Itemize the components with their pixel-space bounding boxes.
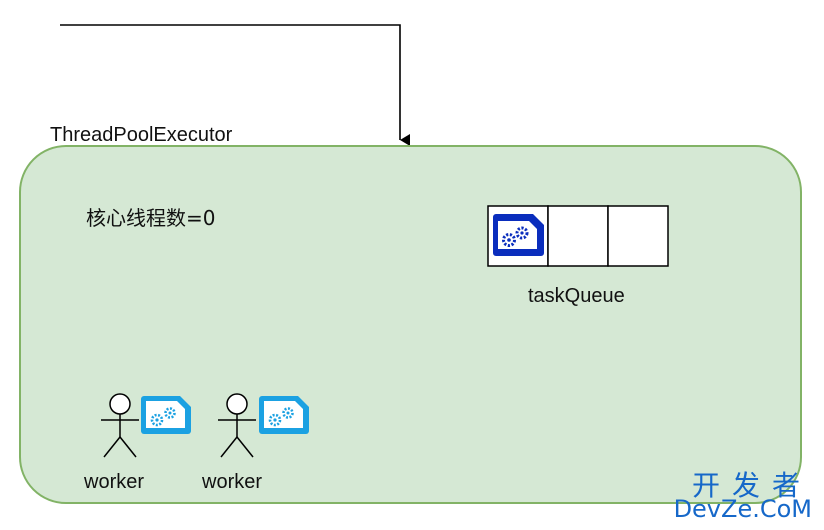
gear-task-icon xyxy=(259,396,309,434)
worker-label: worker xyxy=(84,471,145,493)
submit-arrow xyxy=(60,24,410,146)
queue-slot xyxy=(607,205,669,267)
watermark-title: 开发者 xyxy=(691,469,812,502)
task-queue xyxy=(487,205,669,267)
thread-pool-container xyxy=(19,145,802,504)
worker-figure xyxy=(218,393,256,458)
task-queue-label: taskQueue xyxy=(528,285,625,307)
pool-title: ThreadPoolExecutor xyxy=(50,124,233,146)
worker-figure xyxy=(101,393,139,458)
queue-slot xyxy=(547,205,609,267)
gear-task-icon xyxy=(141,396,191,434)
worker-label: worker xyxy=(202,471,263,493)
gear-task-icon xyxy=(493,214,544,256)
watermark-site: DevZe.CoM xyxy=(673,495,812,523)
core-thread-count: 核心线程数=0 xyxy=(86,206,216,230)
